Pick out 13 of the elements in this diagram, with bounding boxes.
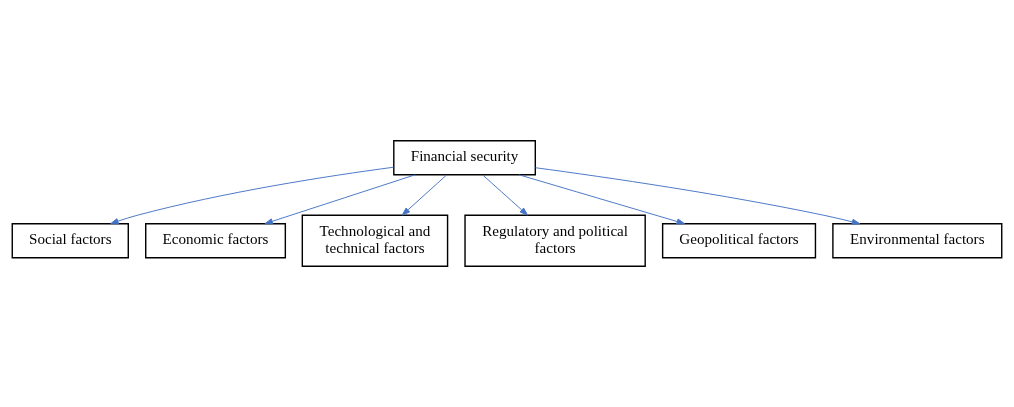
- node-box: Social factors: [11, 223, 129, 259]
- arrow: [482, 174, 528, 216]
- arrow: [264, 174, 416, 225]
- arrow: [518, 174, 686, 225]
- node-box: Geopolitical factors: [661, 223, 817, 259]
- node-box: Regulatory and political factors: [464, 214, 646, 267]
- node-box: Technological and technical factors: [301, 214, 449, 267]
- arrow: [110, 166, 394, 225]
- node-box: Financial security: [393, 140, 536, 176]
- arrow: [401, 174, 447, 216]
- node-box: Environmental factors: [832, 223, 1003, 259]
- arrow: [535, 167, 861, 225]
- node-box: Economic factors: [145, 223, 287, 259]
